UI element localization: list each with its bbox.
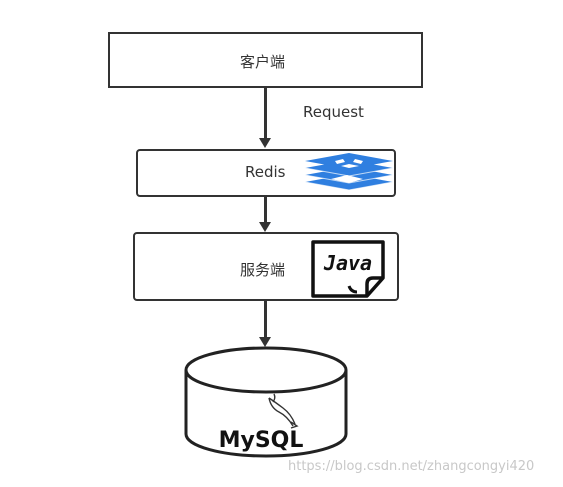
java-logo-text: Java xyxy=(323,251,372,275)
java-logo-icon: Java xyxy=(311,240,385,298)
mysql-logo-text: MySQL xyxy=(219,428,304,453)
redis-label: Redis xyxy=(245,163,286,181)
arrow-client-redis-head xyxy=(259,138,271,148)
watermark: https://blog.csdn.net/zhangcongyi420 xyxy=(288,459,535,474)
mysql-dolphin-icon xyxy=(268,393,299,429)
server-label: 服务端 xyxy=(240,261,286,279)
client-node xyxy=(108,32,423,88)
mysql-database-node: MySQL xyxy=(184,346,348,458)
request-label: Request xyxy=(303,103,364,121)
arrow-redis-server-head xyxy=(259,222,271,232)
arrow-server-db-line xyxy=(264,301,267,339)
redis-icon xyxy=(304,153,394,191)
client-label: 客户端 xyxy=(240,53,286,71)
arrow-client-redis-line xyxy=(264,88,267,140)
arrow-server-db-head xyxy=(259,337,271,347)
arrow-redis-server-line xyxy=(264,197,267,225)
